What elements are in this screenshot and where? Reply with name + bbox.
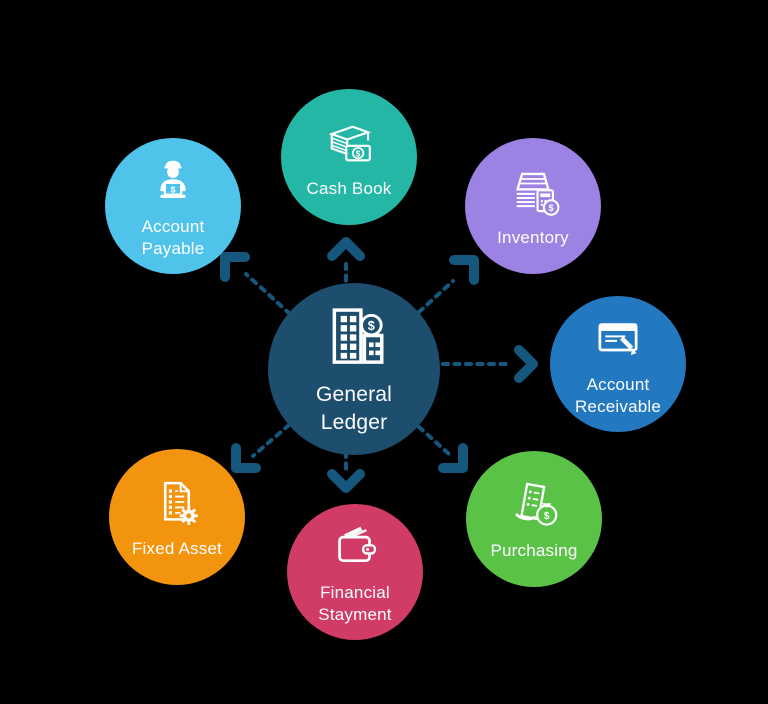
svg-text:$: $ [544,511,550,522]
arrow-head-down-left [231,443,261,473]
node-label: Inventory [497,227,569,247]
node-label: Purchasing [490,540,578,560]
svg-text:$: $ [549,202,554,212]
node-purchasing[interactable]: $ Purchasing [466,451,602,587]
arrow-head-up-left [220,252,250,282]
inventory-calculator-icon: $ [504,164,562,222]
node-account-payable[interactable]: $ Account Payable [105,138,241,274]
node-financial-stayment[interactable]: Financial Stayment [287,504,423,640]
arrow-dash-down-left [251,423,291,458]
building-dollar-icon: $ [317,302,391,376]
cash-stack-icon: $ [320,115,378,173]
node-label: Account Receivable [574,374,662,416]
svg-text:$: $ [356,149,361,158]
node-cash-book[interactable]: $ Cash Book [281,89,417,225]
node-general-ledger[interactable]: $ General Ledger [268,283,440,455]
node-inventory[interactable]: $ Inventory [465,138,601,274]
arrow-head-right [514,345,538,383]
node-label: Cash Book [306,178,392,198]
svg-text:$: $ [171,184,176,194]
arrow-head-up-right [449,255,479,285]
arrow-dash-down-right [417,425,451,456]
arrow-head-up [327,237,365,261]
node-fixed-asset[interactable]: Fixed Asset [109,449,245,585]
node-label: General Ledger [315,383,393,434]
wallet-icon [326,519,384,577]
invoice-pencil-icon [589,311,647,369]
accountant-laptop-icon: $ [144,153,202,211]
arrow-head-down-right [438,443,468,473]
checklist-gear-icon [148,475,206,533]
node-label: Account Payable [141,216,205,258]
node-account-receivable[interactable]: Account Receivable [550,296,686,432]
node-label: Fixed Asset [131,538,223,558]
node-label: Financial Stayment [318,582,392,624]
arrow-head-down [327,469,365,493]
receipt-moneybag-icon: $ [505,477,563,535]
arrow-dash-up-left [244,272,292,316]
arrow-dash-up-right [417,279,455,314]
svg-text:$: $ [368,318,375,333]
